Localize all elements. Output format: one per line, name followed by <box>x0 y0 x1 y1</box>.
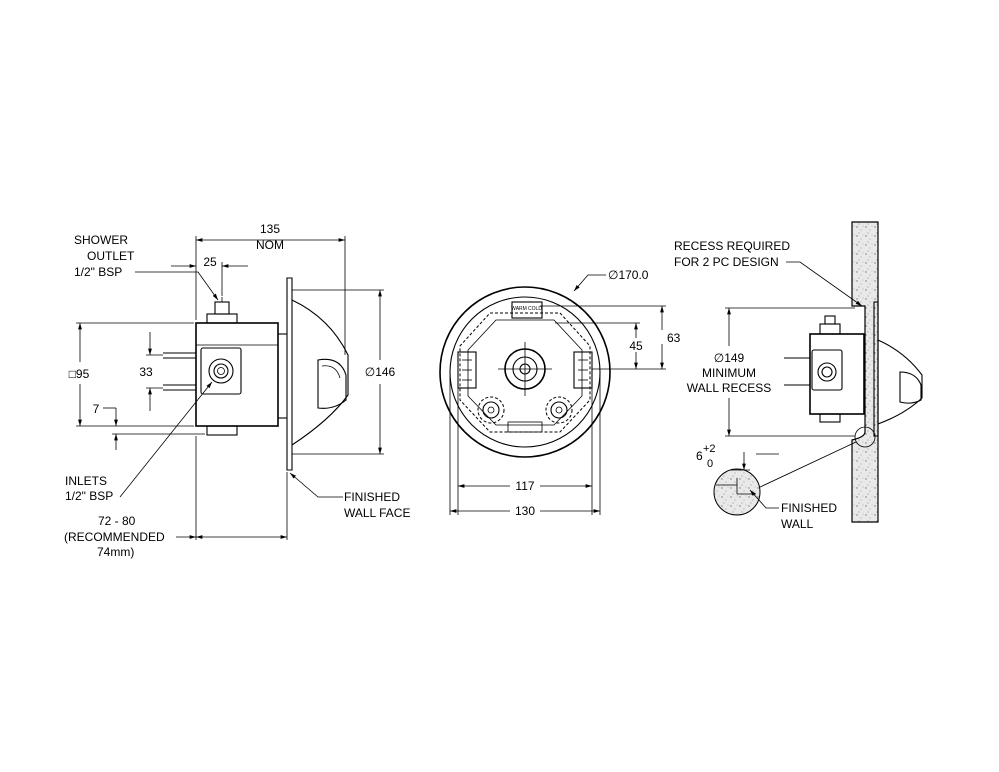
tol-base: 6 <box>696 449 703 463</box>
cold-label: COLD <box>528 306 542 312</box>
valve-body <box>195 322 279 427</box>
dim-170: ∅170.0 <box>608 268 649 282</box>
finished-wall-face-label-2: WALL FACE <box>344 506 410 520</box>
recess-required-label-1: RECESS REQUIRED <box>674 239 790 253</box>
dome-cover <box>291 299 349 446</box>
shower-outlet-label-1: SHOWER <box>74 233 128 247</box>
dim-146: ∅146 <box>365 365 396 379</box>
left-lower-cartridge <box>477 396 505 424</box>
bottom-block <box>507 421 543 433</box>
dim-nom: NOM <box>256 238 284 252</box>
dim-33: 33 <box>139 365 153 379</box>
inlets-label-2: 1/2" BSP <box>65 489 113 503</box>
shower-outlet-label-3: 1/2" BSP <box>74 265 122 279</box>
shower-outlet-label-2: OUTLET <box>87 249 135 263</box>
finished-wall-label-2: WALL <box>781 517 814 531</box>
inlet-boss <box>200 347 242 395</box>
inlet-port <box>208 358 234 384</box>
cover-plate-outer <box>439 286 611 458</box>
recommended-label-2: (RECOMMENDED <box>64 530 165 544</box>
front-view: WARM COLD ∅170.0 63 <box>439 268 681 518</box>
recess-required-label-2: FOR 2 PC DESIGN <box>674 255 779 269</box>
dim-130: 130 <box>515 504 535 518</box>
dim-95: □95 <box>69 367 90 381</box>
finished-wall-label-1: FINISHED <box>781 501 837 515</box>
warm-cold-block <box>511 301 543 319</box>
dim-45: 45 <box>629 339 643 353</box>
recess-dome <box>877 339 923 425</box>
finished-wall-face-label-1: FINISHED <box>344 490 400 504</box>
detail-callout-circle <box>854 426 876 448</box>
dim-7: 7 <box>93 402 100 416</box>
recess-wall-plate <box>873 301 879 437</box>
recommended-label-3: 74mm) <box>97 545 134 559</box>
handle <box>317 358 347 409</box>
tol-zero: 0 <box>707 458 713 470</box>
recommended-label-1: 72 - 80 <box>98 514 136 528</box>
side-view: 135 NOM 25 SHOWER OUTLET 1/2" BSP □95 33… <box>64 222 410 559</box>
dim-135: 135 <box>260 222 280 236</box>
outlet-pipe <box>214 301 230 315</box>
recess-view: RECESS REQUIRED FOR 2 PC DESIGN ∅149 MIN… <box>674 221 923 531</box>
inlets-label-1: INLETS <box>65 474 107 488</box>
dim-149: ∅149 <box>714 351 745 365</box>
left-port <box>457 351 477 389</box>
tol-plus: +2 <box>703 443 716 455</box>
recess-inlet-port <box>817 362 837 382</box>
dim-25: 25 <box>203 255 217 269</box>
min-wall-recess-label-1: MINIMUM <box>702 366 756 380</box>
dim-117: 117 <box>515 479 534 493</box>
dim-63: 63 <box>667 331 681 345</box>
bottom-nut <box>206 425 238 436</box>
right-port <box>573 351 593 389</box>
min-wall-recess-label-2: WALL RECESS <box>687 381 771 395</box>
wall-plate <box>286 277 293 471</box>
right-lower-cartridge <box>545 396 573 424</box>
outlet-nut <box>206 313 238 324</box>
body-outline <box>459 312 591 433</box>
warm-label: WARM <box>511 306 527 312</box>
